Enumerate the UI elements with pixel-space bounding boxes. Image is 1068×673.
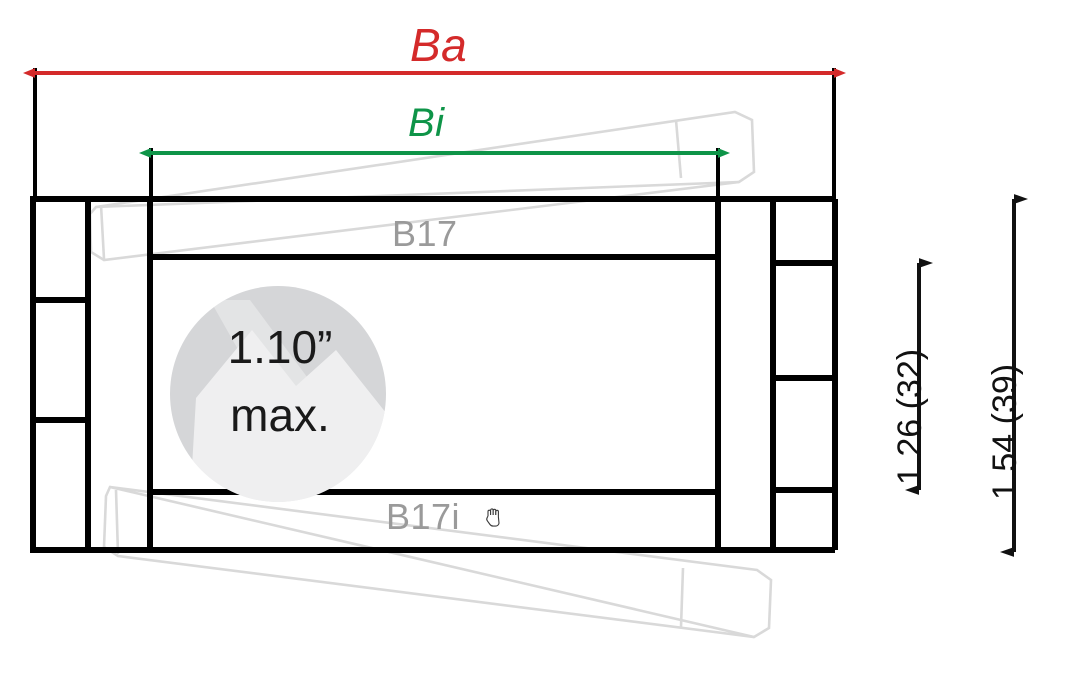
ba-dimension-label: Ba: [410, 19, 468, 71]
ghost-label-b17i: B17i: [386, 496, 461, 537]
max-clearance-badge: [170, 286, 386, 502]
inner-height-label: 1.26 (32): [891, 348, 929, 485]
max-clearance-value: 1.10”: [227, 321, 333, 373]
outer-height-label: 1.54 (39): [986, 363, 1024, 500]
bi-dimension-group: [139, 148, 730, 200]
bi-dimension-label: Bi: [408, 101, 445, 145]
ghost-label-b17: B17: [392, 213, 458, 254]
bracket-outline: [30, 196, 838, 553]
max-clearance-unit: max.: [230, 389, 330, 441]
ba-dimension-group: [23, 68, 846, 200]
grab-hand-cursor-icon: [486, 508, 500, 527]
max-clearance-text: 1.10” max.: [185, 320, 375, 456]
